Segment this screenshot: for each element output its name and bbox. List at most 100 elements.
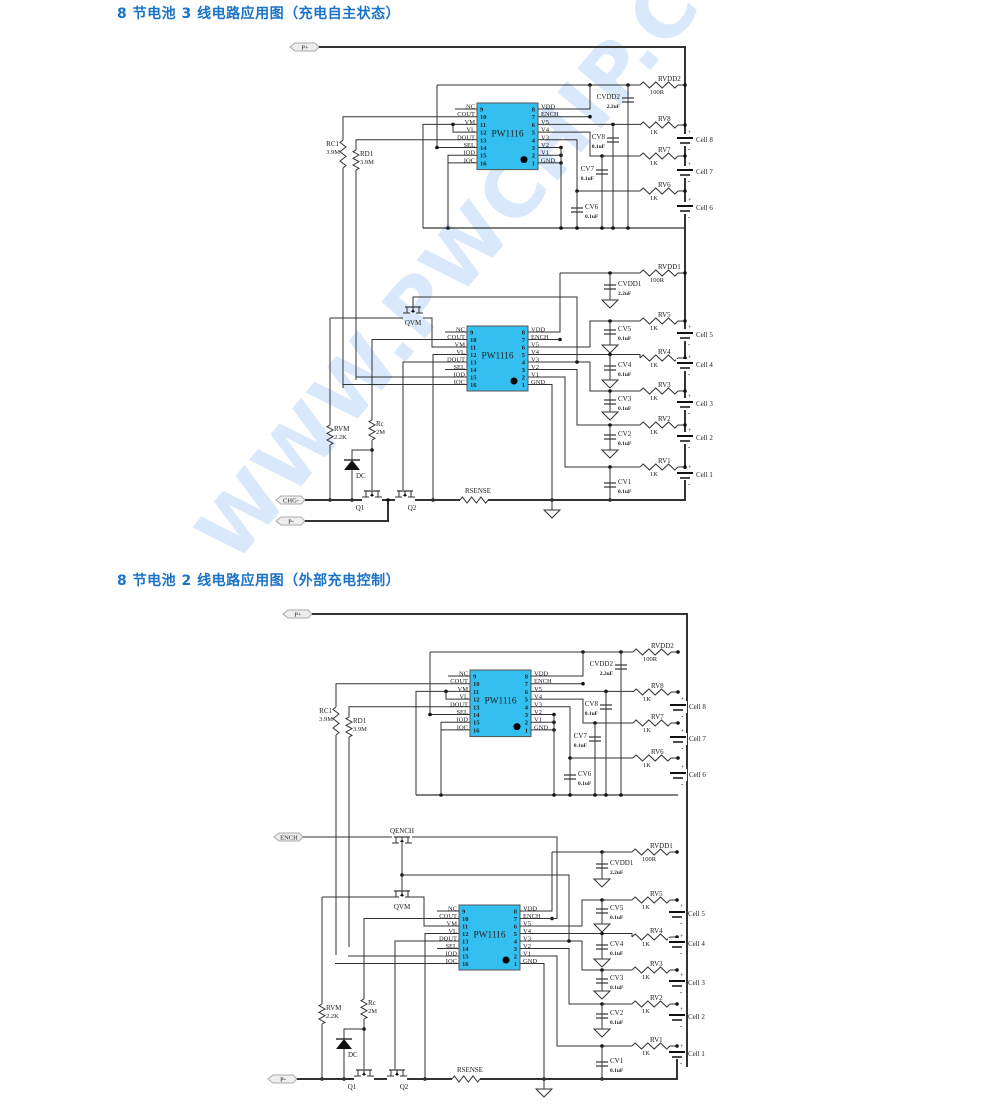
- capacitor-label: CVDD1: [618, 280, 642, 288]
- capacitor-value: 0.1uF: [592, 144, 606, 150]
- ic-pin-number: 2: [522, 375, 525, 382]
- capacitor-label: CV1: [618, 478, 632, 486]
- ic-pin-number: 10: [470, 337, 477, 344]
- resistor: [359, 998, 369, 1020]
- capacitor-label: CV1: [610, 1057, 624, 1065]
- ic-pin-number: 10: [462, 916, 469, 923]
- ic-pin-label-left: IOD: [453, 372, 465, 379]
- ic-pin-label-right: V4: [534, 694, 543, 701]
- capacitor-label: CV8: [585, 700, 599, 708]
- battery-minus: -: [680, 949, 683, 957]
- q1-label: Q1: [356, 504, 365, 512]
- capacitor-label: CV2: [618, 430, 632, 438]
- capacitor-label: CV8: [592, 133, 606, 141]
- resistor-label: RVDD2: [658, 75, 681, 83]
- wire: [412, 896, 437, 927]
- junction-dot: [683, 423, 687, 427]
- ic-pin-label-left: IOC: [457, 724, 468, 731]
- battery-plus: +: [688, 130, 692, 136]
- ic-pin-number: 4: [525, 704, 529, 711]
- ic-pin-label-left: IOC: [454, 379, 465, 386]
- ic-pin-label-right: VDD: [523, 906, 537, 913]
- p-plus-terminal-label: P+: [294, 612, 302, 619]
- wire: [343, 1028, 364, 1079]
- capacitor-value: 0.1uF: [610, 915, 624, 921]
- junction-dot: [435, 145, 439, 150]
- ic-pin-label-left: IOD: [463, 150, 475, 157]
- ground-icon: [542, 509, 562, 519]
- cell-label: Cell 3: [696, 400, 713, 408]
- resistor: [639, 187, 679, 195]
- cell-label: Cell 6: [696, 204, 713, 212]
- ic-pin-number: 6: [525, 689, 529, 696]
- junction-dot: [444, 689, 448, 694]
- battery-plus: +: [688, 465, 692, 471]
- resistor: [639, 317, 679, 325]
- resistor-label: RV4: [658, 348, 671, 356]
- resistor-value: 1K: [650, 129, 658, 136]
- ic-pin-number: 3: [514, 946, 518, 953]
- junction-dot: [676, 721, 680, 725]
- resistor-label: Rc: [376, 420, 384, 428]
- junction-dot: [604, 689, 608, 694]
- resistor-value: 1K: [650, 429, 658, 436]
- ic-pin-label-right: VDD: [534, 671, 548, 678]
- ic-pin-label-left: SEL: [456, 709, 468, 716]
- p-minus-terminal-label: P-: [288, 519, 294, 526]
- battery-plus: +: [681, 729, 685, 735]
- resistor-label: RV6: [658, 181, 671, 189]
- ic-pin-label-left: NC: [456, 327, 465, 334]
- wire: [445, 691, 448, 700]
- junction-dot: [675, 968, 679, 972]
- ground-icon: [592, 1028, 612, 1038]
- junction-dot: [683, 123, 687, 127]
- ic-pin-label-right: V2: [534, 709, 542, 716]
- wire: [550, 361, 640, 392]
- wire: [553, 706, 633, 759]
- resistor-label: RV5: [658, 311, 671, 319]
- ic-pin-number: 14: [480, 145, 487, 152]
- junction-dot: [683, 356, 687, 360]
- wire: [542, 933, 633, 937]
- battery-minus: -: [688, 443, 691, 451]
- resistor-label: RV8: [658, 115, 671, 123]
- ic-pin-label-left: IOD: [456, 717, 468, 724]
- capacitor-value: 0.1uF: [618, 406, 632, 412]
- junction-dot: [619, 793, 623, 797]
- battery-minus: -: [681, 744, 684, 752]
- ic-pin1-marker: [502, 956, 510, 964]
- ic-pin-label-right: V2: [541, 142, 549, 149]
- wire: [553, 652, 584, 677]
- resistor: [332, 706, 340, 736]
- ic-pin-label-left: COUT: [457, 111, 475, 118]
- resistor-value: 1K: [650, 160, 658, 167]
- mosfet-body-diode: [400, 893, 404, 896]
- resistor-value: 100R: [642, 856, 657, 863]
- battery-minus: -: [688, 145, 691, 153]
- junction-dot: [676, 690, 680, 694]
- ic-pin-label-left: VL: [459, 694, 468, 701]
- resistor-label: RVM: [326, 1004, 342, 1012]
- cell-label: Cell 1: [688, 1050, 705, 1058]
- ic-pin-label-right: ENCH: [541, 111, 559, 118]
- capacitor-value: 0.1uF: [610, 1020, 624, 1026]
- ic-pin-number: 2: [532, 153, 535, 160]
- ic-pin-number: 16: [462, 961, 469, 968]
- battery-plus: +: [688, 325, 692, 331]
- ic-pin-number: 1: [532, 160, 535, 167]
- capacitor-value: 0.1uF: [610, 951, 624, 957]
- resistor: [639, 152, 679, 160]
- ic-pin-label-right: VDD: [541, 104, 555, 111]
- resistor: [639, 421, 679, 429]
- junction-dot: [559, 226, 563, 230]
- ic-pin-number: 15: [473, 720, 480, 727]
- wire: [553, 698, 633, 724]
- wire: [440, 721, 448, 795]
- resistor-label: RV2: [658, 415, 671, 423]
- ic-pin-number: 8: [532, 107, 536, 114]
- ic-pin-label-right: GND: [523, 958, 537, 965]
- cell-label: Cell 8: [696, 136, 713, 144]
- q2-label: Q2: [408, 504, 417, 512]
